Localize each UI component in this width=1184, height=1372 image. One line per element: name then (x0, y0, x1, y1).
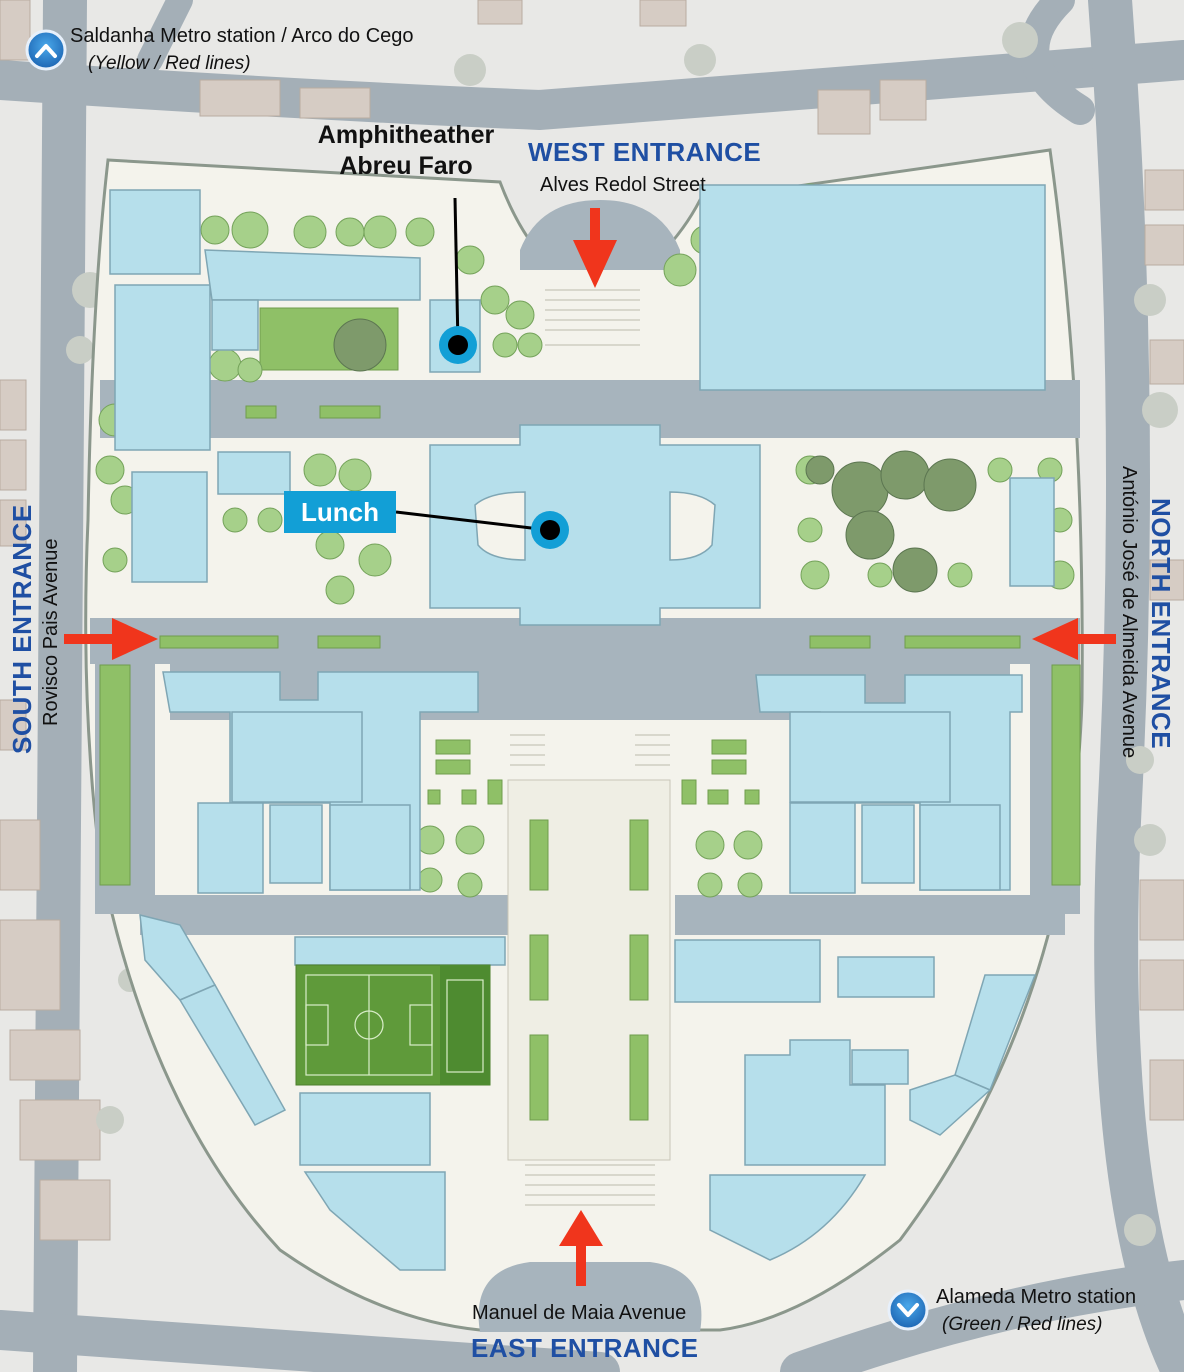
city-blocks (0, 0, 1184, 1241)
south-entrance-label: SOUTH ENTRANCE (7, 504, 37, 754)
lunch-label: Lunch (284, 491, 396, 533)
south-entrance-arrow (64, 618, 158, 660)
plaza-steps (510, 289, 670, 1206)
lunch-marker (395, 510, 569, 549)
saldanha-metro-lines: (Yellow / Red lines) (88, 53, 251, 74)
saldanha-metro-name[interactable]: Saldanha Metro station / Arco do Cego (70, 25, 414, 47)
saldanha-metro-icon[interactable] (25, 29, 67, 71)
entrance-arrows (64, 208, 1116, 1286)
amphitheater-label-line2: Abreu Faro (339, 152, 473, 180)
alameda-metro-icon[interactable] (887, 1289, 929, 1331)
east-entrance-label: EAST ENTRANCE (471, 1333, 699, 1363)
amphitheater-label-line1: Amphitheather (317, 121, 495, 149)
west-entrance-label: WEST ENTRANCE (528, 137, 762, 167)
east-entrance-arrow (559, 1210, 603, 1286)
amphitheater-marker (439, 197, 477, 364)
alameda-metro-lines: (Green / Red lines) (942, 1314, 1103, 1335)
dark-trees (333, 318, 977, 593)
north-entrance-arrow (1032, 618, 1116, 660)
city-trees (66, 22, 1178, 1246)
alameda-metro-name[interactable]: Alameda Metro station (936, 1286, 1137, 1308)
sports-field (295, 964, 491, 1086)
south-entrance-street: Rovisco Pais Avenue (40, 538, 62, 726)
north-entrance-street: António José de Almeida Avenue (1118, 466, 1140, 759)
north-entrance-label: NORTH ENTRANCE (1146, 498, 1176, 750)
amphitheater-label: Amphitheather Abreu Faro (296, 120, 516, 182)
east-entrance-street: Manuel de Maia Avenue (472, 1302, 687, 1324)
west-entrance-street: Alves Redol Street (540, 174, 706, 196)
west-entrance-arrow (573, 208, 617, 288)
